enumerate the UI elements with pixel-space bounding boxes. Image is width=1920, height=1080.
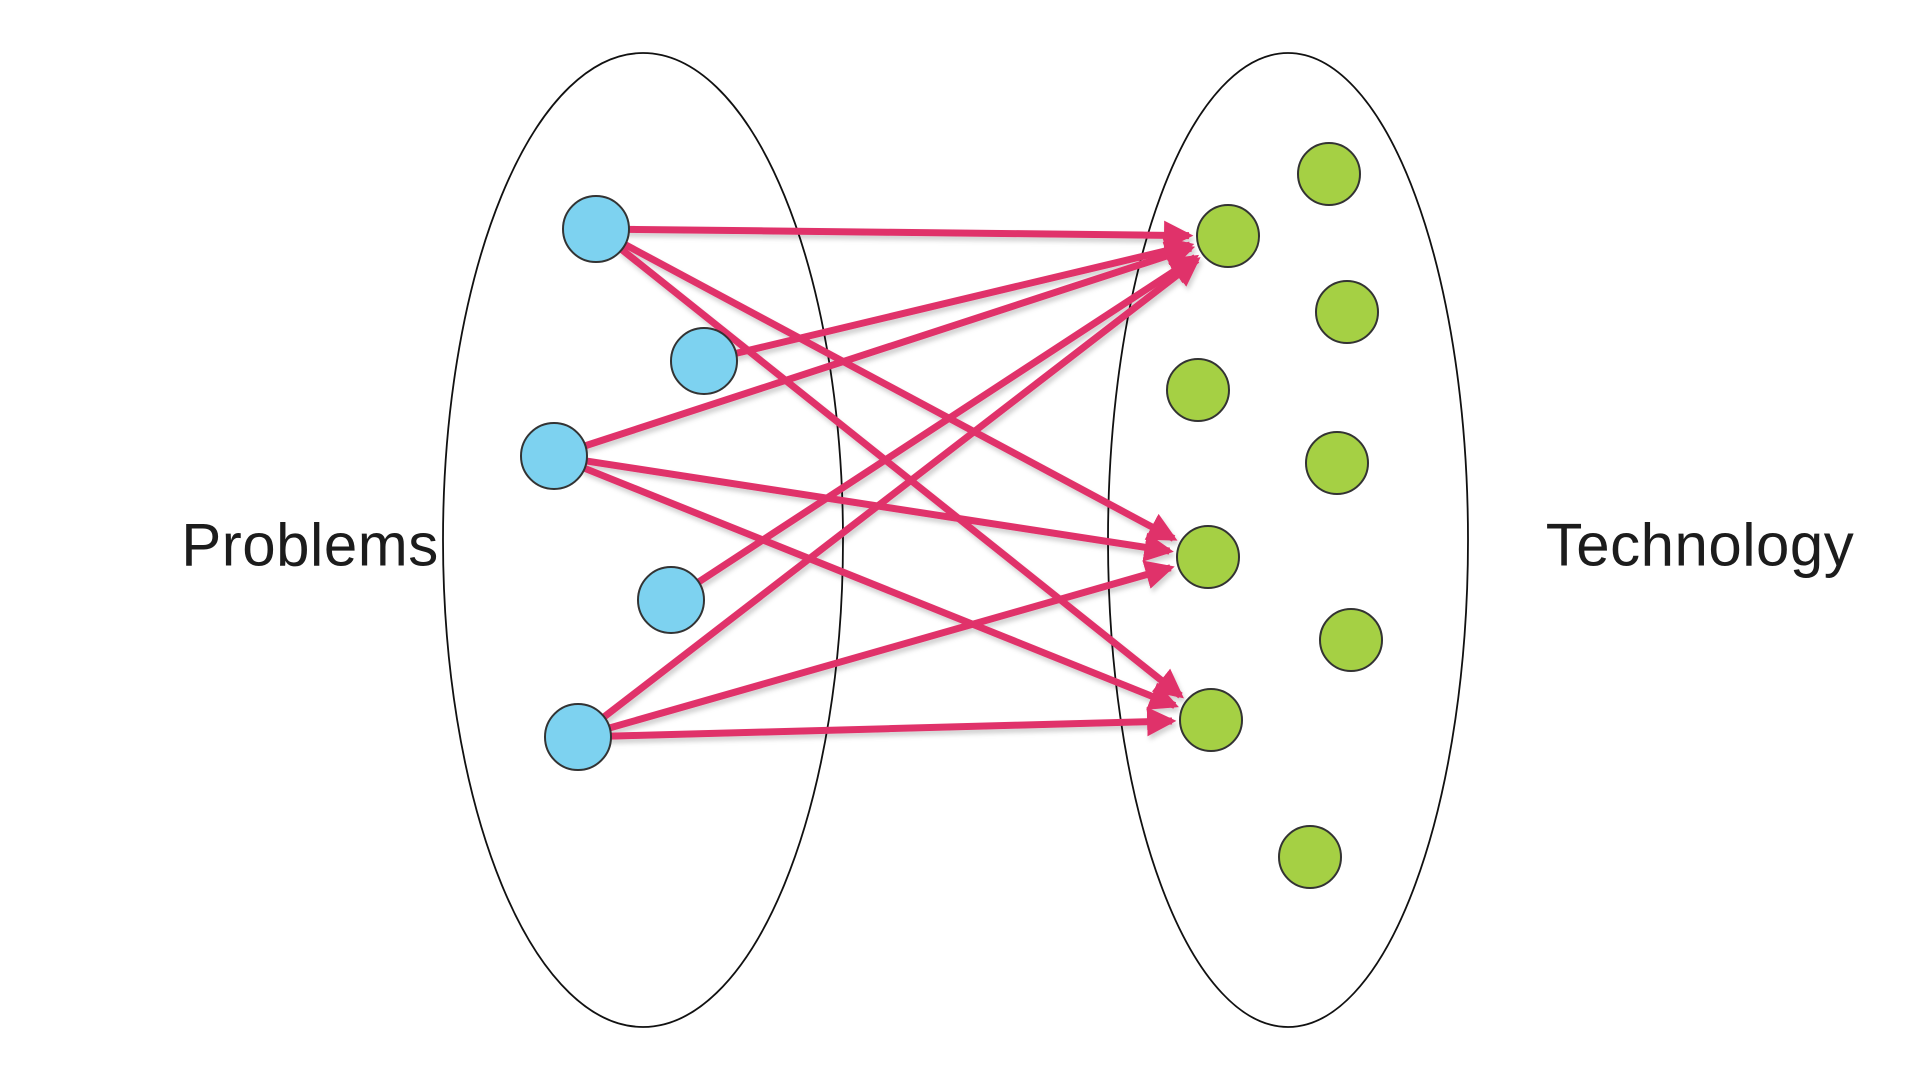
technology-node-T9 (1278, 825, 1342, 889)
mapping-arrow-P1-T8 (616, 244, 1184, 699)
mapping-arrow-P3-T2 (580, 241, 1196, 451)
mapping-arrow-P5-T2 (598, 257, 1201, 723)
technology-node-T4 (1166, 358, 1230, 422)
technology-ellipse (1107, 52, 1469, 1028)
technology-node-T6 (1176, 525, 1240, 589)
problem-node-P1 (562, 195, 630, 263)
mapping-arrow-P1-T2 (624, 220, 1194, 250)
technology-node-T2 (1196, 204, 1260, 268)
technology-node-T8 (1179, 688, 1243, 752)
mapping-arrow-P4-T2 (693, 254, 1200, 588)
problems-ellipse (442, 52, 844, 1028)
technology-node-T7 (1319, 608, 1383, 672)
problem-nodes (520, 195, 738, 771)
technology-label: Technology (1545, 511, 1855, 579)
technology-nodes (1166, 142, 1383, 889)
mapping-arrow-P5-T6 (604, 560, 1175, 733)
mapping-arrow-P5-T8 (606, 707, 1177, 740)
mapping-arrow-P2-T2 (731, 236, 1195, 358)
problem-node-P2 (670, 327, 738, 395)
problems-label: Problems (181, 511, 439, 579)
mapping-arrows (579, 220, 1201, 740)
problem-node-P3 (520, 422, 588, 490)
problem-node-P5 (544, 703, 612, 771)
technology-node-T5 (1305, 431, 1369, 495)
mapping-arrow-P1-T6 (619, 239, 1178, 542)
technology-node-T1 (1297, 142, 1361, 206)
problem-node-P4 (637, 566, 705, 634)
technology-node-T3 (1315, 280, 1379, 344)
mapping-arrow-P3-T8 (579, 463, 1179, 710)
